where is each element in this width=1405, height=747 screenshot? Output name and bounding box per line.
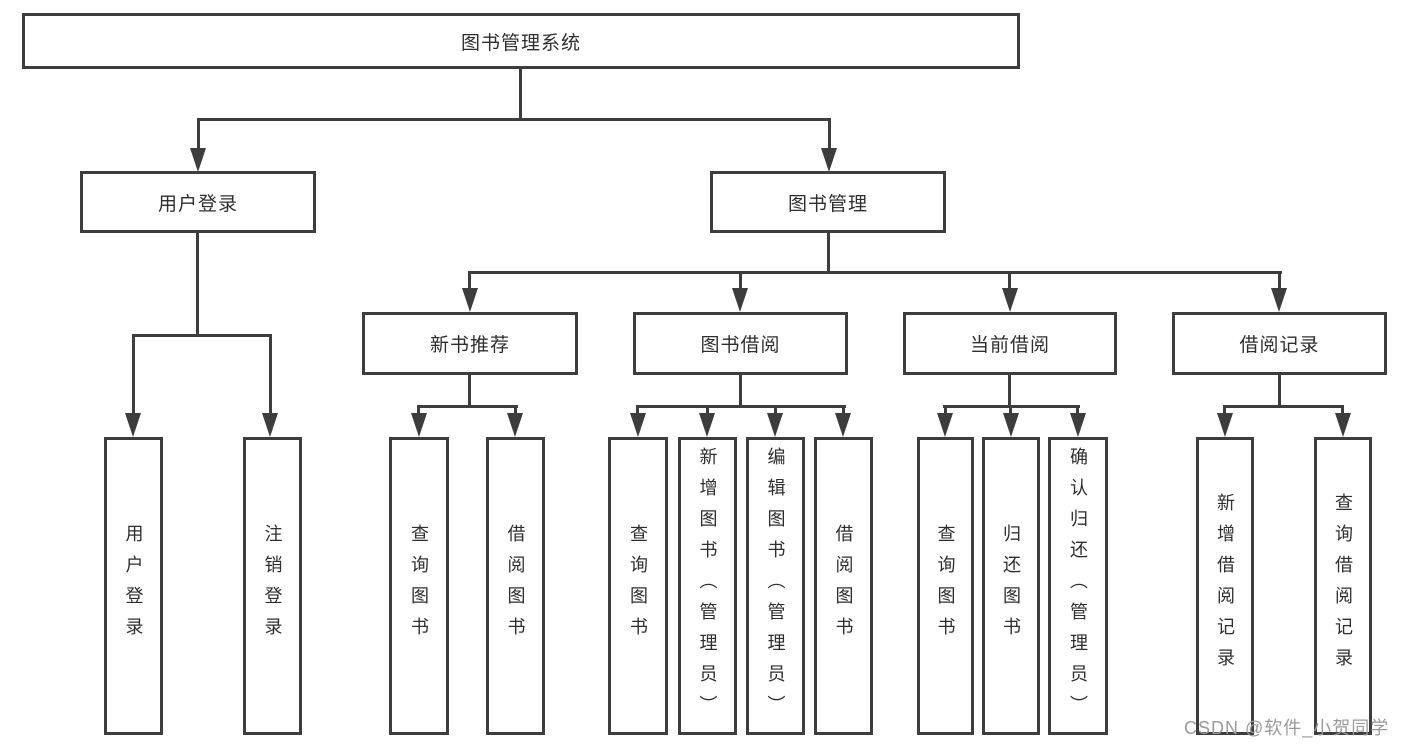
connector-line xyxy=(636,405,639,417)
connector-line xyxy=(1008,375,1011,408)
leaf-query-borrow-record: 查询借阅记录 xyxy=(1314,437,1372,735)
connector-line xyxy=(519,69,522,120)
arrow-down-icon xyxy=(767,413,783,437)
arrow-down-icon xyxy=(125,413,141,437)
leaf-label: 查询图书 xyxy=(628,524,648,648)
arrow-down-icon xyxy=(1003,413,1019,437)
leaf-edit-books-admin: 编辑图书︵管理员︶ xyxy=(746,437,805,735)
leaf-label: 借阅图书 xyxy=(833,524,854,648)
connector-line xyxy=(1008,271,1011,290)
arrow-down-icon xyxy=(1335,413,1351,437)
leaf-label: 用户登录 xyxy=(123,524,144,648)
node-library-management-system: 图书管理系统 xyxy=(22,13,1020,69)
connector-line xyxy=(1076,405,1079,417)
connector-line xyxy=(132,334,272,337)
leaf-return-books: 归还图书 xyxy=(982,437,1040,735)
node-book-management: 图书管理 xyxy=(710,171,946,233)
arrow-down-icon xyxy=(835,413,851,437)
node-user-login: 用户登录 xyxy=(80,171,316,233)
leaf-add-borrow-record: 新增借阅记录 xyxy=(1196,437,1254,735)
leaf-query-books-recommend: 查询图书 xyxy=(389,437,449,735)
node-current-borrowing: 当前借阅 xyxy=(903,312,1117,375)
connector-line xyxy=(944,405,947,417)
arrow-down-icon xyxy=(411,413,427,437)
node-label: 借阅记录 xyxy=(1239,335,1320,356)
connector-line xyxy=(417,405,420,417)
connector-line xyxy=(1278,271,1281,290)
node-label: 图书借阅 xyxy=(700,335,781,356)
connector-line xyxy=(197,118,200,152)
node-label: 图书管理系统 xyxy=(460,32,581,54)
connector-line xyxy=(774,405,777,417)
connector-line xyxy=(827,233,830,274)
arrow-down-icon xyxy=(1217,413,1233,437)
connector-line xyxy=(197,118,831,121)
arrow-down-icon xyxy=(1271,288,1287,312)
connector-line xyxy=(1278,375,1281,408)
leaf-label: 查询图书 xyxy=(409,524,429,648)
arrow-down-icon xyxy=(821,148,837,172)
connector-line xyxy=(468,375,471,408)
arrow-down-icon xyxy=(630,413,646,437)
leaf-confirm-return-admin: 确认归还︵管理员︶ xyxy=(1048,437,1108,735)
connector-line xyxy=(132,334,135,416)
leaf-label: 借阅图书 xyxy=(505,524,526,648)
arrow-down-icon xyxy=(462,288,478,312)
connector-line xyxy=(739,375,742,408)
node-label: 当前借阅 xyxy=(969,335,1050,356)
arrow-down-icon xyxy=(190,148,206,172)
connector-line xyxy=(1223,405,1344,408)
arrow-down-icon xyxy=(699,413,715,437)
connector-line xyxy=(706,405,709,417)
connector-line xyxy=(469,271,1282,274)
arrow-down-icon xyxy=(1002,288,1018,312)
connector-line xyxy=(739,271,742,290)
node-new-book-recommendation: 新书推荐 xyxy=(362,312,578,375)
leaf-borrow-books-recommend: 借阅图书 xyxy=(486,437,545,735)
node-book-borrowing: 图书借阅 xyxy=(633,312,848,375)
node-borrowing-records: 借阅记录 xyxy=(1172,312,1387,375)
arrow-down-icon xyxy=(732,288,748,312)
leaf-label: 注销登录 xyxy=(262,524,283,648)
leaf-add-books-admin: 新增图书︵管理员︶ xyxy=(678,437,737,735)
arrow-down-icon xyxy=(507,413,523,437)
csdn-watermark: CSDN @软件_小贺同学 xyxy=(1184,718,1390,738)
leaf-borrow-books: 借阅图书 xyxy=(814,437,873,735)
arrow-down-icon xyxy=(1070,413,1086,437)
leaf-label: 归还图书 xyxy=(1001,524,1021,648)
node-label: 用户登录 xyxy=(157,193,238,215)
connector-line xyxy=(269,334,272,416)
leaf-label: 编辑图书︵管理员︶ xyxy=(765,446,786,726)
connector-line xyxy=(828,118,831,152)
leaf-user-login: 用户登录 xyxy=(104,437,163,735)
leaf-label: 新增借阅记录 xyxy=(1215,493,1235,679)
leaf-logout: 注销登录 xyxy=(243,437,302,735)
arrow-down-icon xyxy=(937,413,953,437)
leaf-query-books-borrow: 查询图书 xyxy=(608,437,668,735)
connector-line xyxy=(196,233,199,337)
leaf-label: 确认归还︵管理员︶ xyxy=(1068,446,1088,726)
connector-line xyxy=(842,405,845,417)
arrow-down-icon xyxy=(262,413,278,437)
leaf-label: 查询图书 xyxy=(935,524,956,648)
node-label: 图书管理 xyxy=(787,193,868,215)
connector-line xyxy=(1341,405,1344,417)
node-label: 新书推荐 xyxy=(429,335,510,356)
connector-line xyxy=(514,405,517,417)
leaf-query-books-current: 查询图书 xyxy=(917,437,974,735)
connector-line xyxy=(1009,405,1012,417)
connector-line xyxy=(468,271,471,290)
connector-line xyxy=(1223,405,1226,417)
connector-line xyxy=(418,405,518,408)
leaf-label: 查询借阅记录 xyxy=(1333,493,1353,679)
leaf-label: 新增图书︵管理员︶ xyxy=(697,446,718,726)
connector-line xyxy=(637,405,846,408)
